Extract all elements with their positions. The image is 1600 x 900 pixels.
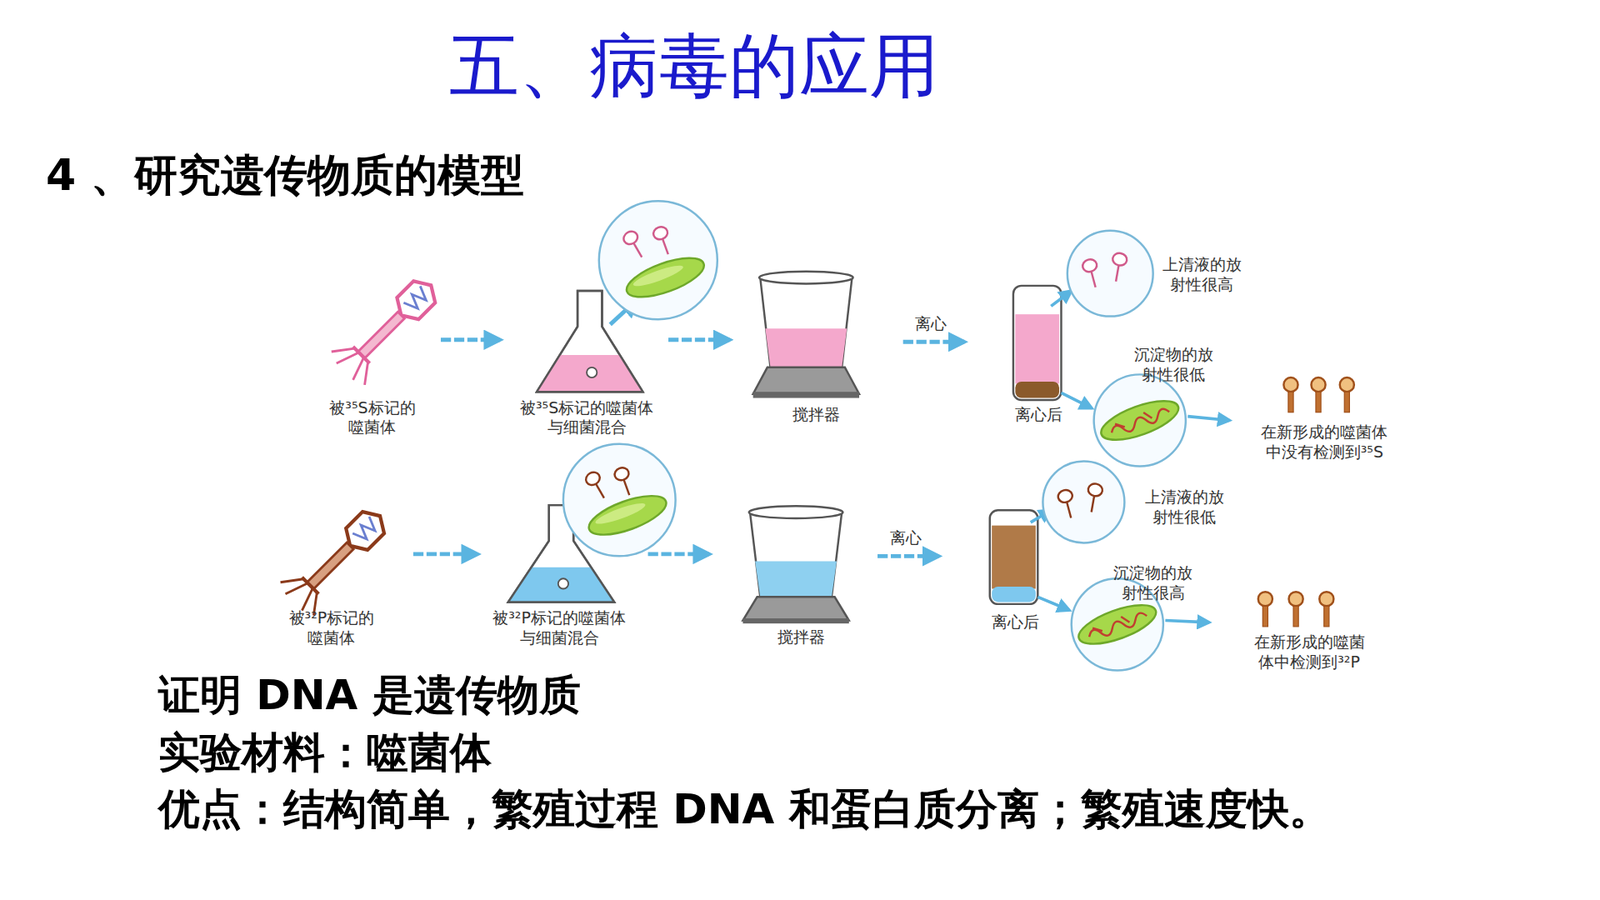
figure-caption: 离心后 <box>1015 405 1063 425</box>
figure-caption: 被³⁵S标记的 噬菌体 <box>326 398 419 439</box>
figure-caption: 上清液的放 射性很低 <box>1140 487 1229 528</box>
figure-caption: 被³²P标记的噬菌体 与细菌混合 <box>489 608 629 649</box>
slide-title: 五、病毒的应用 <box>449 22 940 110</box>
figure-caption: 离心 <box>890 528 922 549</box>
figure-caption: 在新形成的噬菌 体中检测到³²P <box>1250 632 1370 673</box>
figure-caption: 被³²P标记的 噬菌体 <box>285 608 378 649</box>
figure-caption: 离心 <box>915 314 947 335</box>
figure-caption: 在新形成的噬菌体 中没有检测到³⁵S <box>1257 422 1393 463</box>
body-text: 实验材料：噬菌体 <box>158 726 492 780</box>
figure-caption: 搅拌器 <box>792 405 840 425</box>
body-text: 优点：结构简单，繁殖过程 DNA 和蛋白质分离；繁殖速度快。 <box>158 783 1331 836</box>
body-text: 证明 DNA 是遗传物质 <box>158 669 581 722</box>
figure-caption: 被³⁵S标记的噬菌体 与细菌混合 <box>516 398 656 439</box>
figure-caption: 搅拌器 <box>777 627 825 648</box>
section-heading: 4 、研究遗传物质的模型 <box>45 148 525 203</box>
figure-caption: 离心后 <box>991 612 1040 633</box>
figure-caption: 沉淀物的放 射性很低 <box>1130 345 1218 385</box>
figure-caption: 沉淀物的放 射性很高 <box>1109 563 1197 604</box>
figure-caption: 上清液的放 射性很高 <box>1158 255 1246 295</box>
